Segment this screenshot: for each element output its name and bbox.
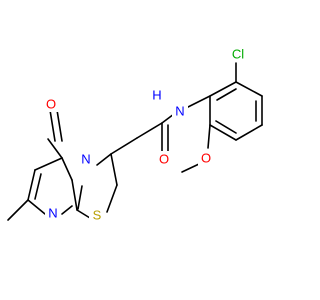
carbonyl-oxygen-label: O [159,152,169,167]
bond [49,109,56,142]
bond [96,153,112,166]
bond [209,81,237,97]
bond [185,95,211,109]
structure-canvas: Cl N H O O N O N S [7,46,263,223]
bond [27,199,46,215]
bond [76,209,91,219]
bond [235,81,263,97]
bond [216,88,237,101]
bond [34,157,63,171]
bond [71,179,78,211]
bonds [7,62,263,221]
bond [215,120,237,134]
bond [110,137,138,155]
bond [136,122,163,139]
methoxy-oxygen-label: O [201,151,211,166]
chlorine-label: Cl [232,47,244,62]
bond [209,124,237,141]
bond [110,153,118,186]
ring-oxygen-label: O [46,97,56,112]
sulfur-label: S [93,208,102,223]
atom-labels: Cl N H O O N O N S [43,46,250,223]
bond [235,124,263,141]
bond [61,205,73,215]
molecule-structure: Cl N H O O N O N S [7,46,263,223]
bond [106,184,118,213]
bond [47,138,63,159]
bond [207,124,211,149]
bond [181,163,200,173]
bond [34,173,42,200]
amide-nitrogen-label: N [175,104,184,119]
bond [7,199,29,221]
bond [77,185,83,210]
ring-nitrogen-top-label: N [81,152,90,167]
bond [61,157,73,181]
ring-nitrogen-bottom-label: N [48,206,57,221]
bond [56,109,63,142]
amide-hydrogen-label: H [152,88,161,103]
bond [27,169,36,201]
